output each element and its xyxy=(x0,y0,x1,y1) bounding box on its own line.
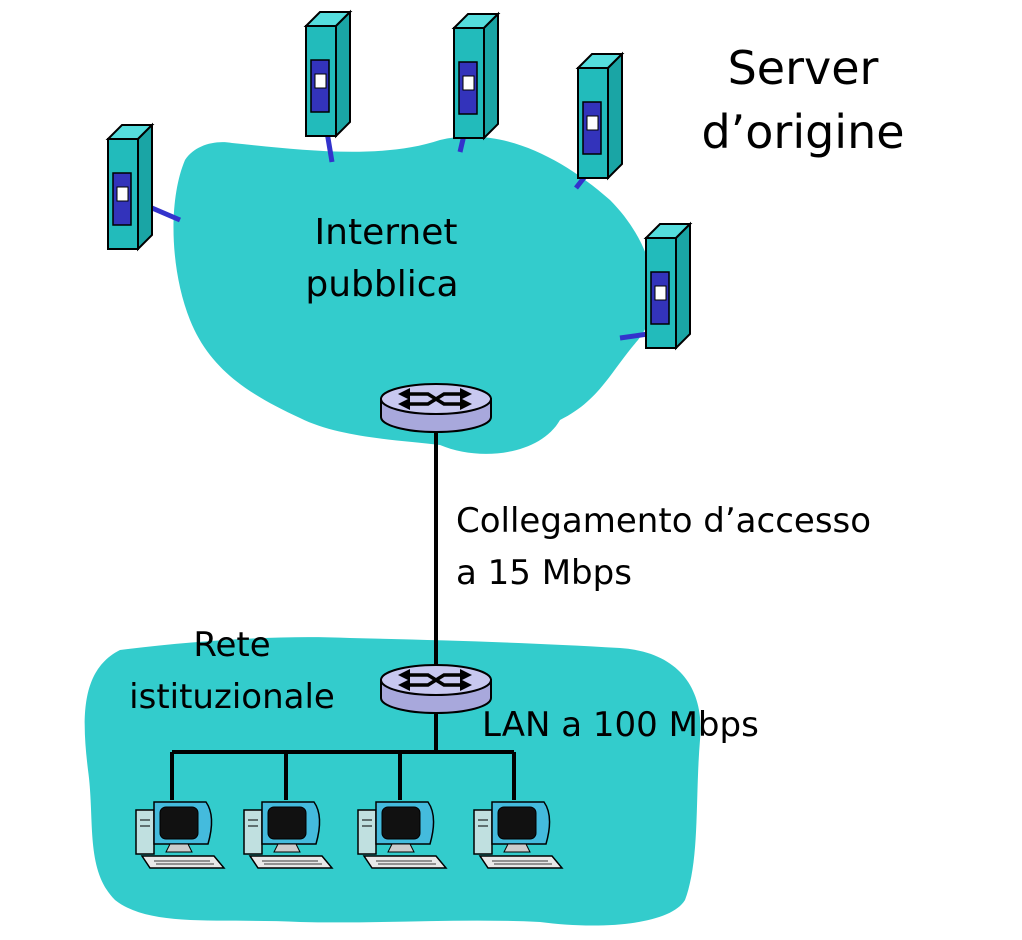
origin-server-icon-5 xyxy=(645,223,691,349)
access-link-label-line1: Collegamento d’accesso xyxy=(456,501,871,541)
lan-label: LAN a 100 Mbps xyxy=(482,705,759,745)
origin-servers-label-line1: Server xyxy=(728,41,879,95)
origin-server-icon-1 xyxy=(107,124,153,250)
public-internet-cloud xyxy=(173,136,654,454)
lan-wiring xyxy=(170,700,516,800)
institutional-network-label-line1: Rete xyxy=(193,625,270,665)
public-internet-label-line1: Internet xyxy=(315,212,458,253)
origin-servers-label-line2: d’origine xyxy=(701,105,904,159)
institutional-router-icon xyxy=(379,663,493,715)
workstation-icon-3 xyxy=(357,801,447,869)
institutional-network-label-line2: istituzionale xyxy=(129,677,335,717)
origin-server-icon-2 xyxy=(305,11,351,137)
origin-server-icon-4 xyxy=(577,53,623,179)
access-link-label-line2: a 15 Mbps xyxy=(456,553,632,593)
public-internet-label-line2: pubblica xyxy=(305,264,458,305)
workstation-icon-4 xyxy=(473,801,563,869)
workstation-icon-2 xyxy=(243,801,333,869)
workstation-icon-1 xyxy=(135,801,225,869)
internet-router-icon xyxy=(379,382,493,434)
institutional-network-cloud xyxy=(84,637,701,926)
origin-server-icon-3 xyxy=(453,13,499,139)
